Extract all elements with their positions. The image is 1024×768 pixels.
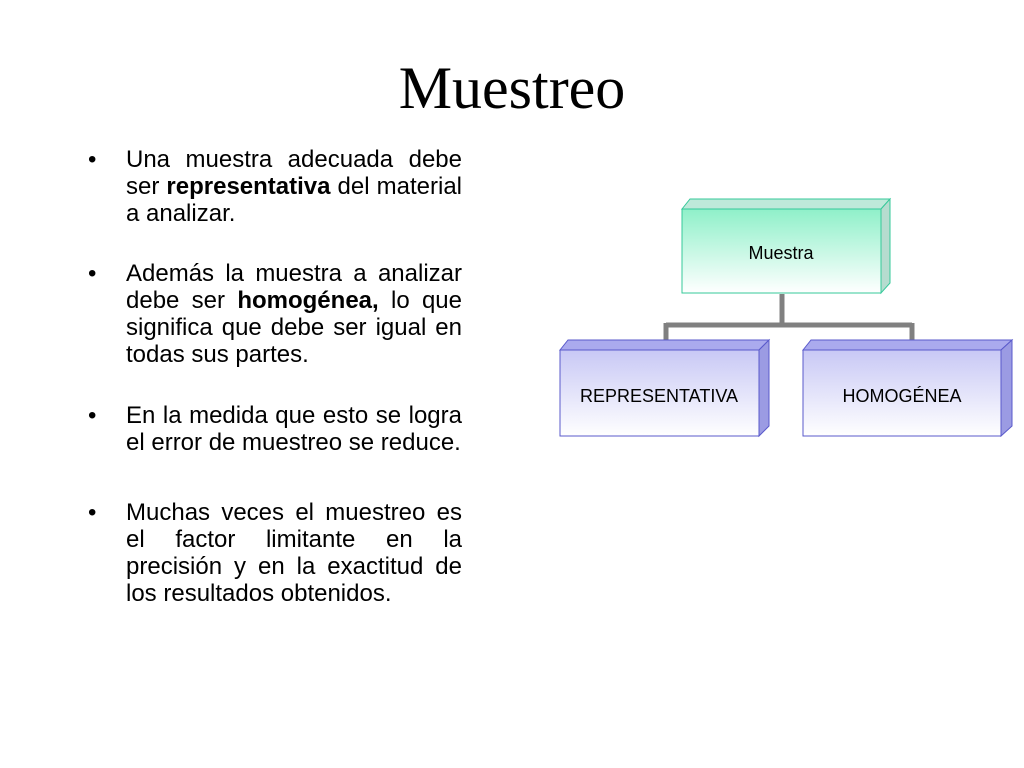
- bullet-text-end: lo que significa que debe ser igual en t…: [126, 287, 462, 368]
- root-node-side: [880, 197, 891, 295]
- bullet-dot-icon: •: [88, 499, 97, 526]
- bullet-bold-text: homogénea,: [237, 287, 379, 314]
- child-node-side: [758, 338, 770, 438]
- child-node-face: [559, 349, 760, 437]
- child-node-homogenea: HOMOGÉNEA: [801, 338, 1014, 438]
- hierarchy-diagram: Muestra REPRESENTATIVA HOMOGÉNEA: [558, 197, 1014, 438]
- bullet-text-end: del material a analizar.: [126, 173, 462, 227]
- child-node-top: [801, 339, 1014, 351]
- child-node-face: [802, 349, 1002, 437]
- slide-title: Muestreo: [398, 55, 626, 121]
- bullet-item: • En la medida que esto se logra el erro…: [88, 402, 462, 456]
- connector-lines: [663, 294, 915, 342]
- bullet-dot-icon: •: [88, 402, 97, 429]
- bullet-dot-icon: •: [88, 146, 97, 173]
- bullet-bold-text: representativa: [166, 173, 331, 200]
- bullet-dot-icon: •: [88, 260, 97, 287]
- root-node-top: [680, 198, 892, 210]
- bullet-text: Muchas veces el muestreo es el factor li…: [126, 499, 462, 607]
- root-node-face: [681, 208, 882, 294]
- bullet-item: • Una muestra adecuada debe ser represen…: [88, 146, 462, 227]
- bullet-item: • Además la muestra a analizar debe ser …: [88, 260, 462, 368]
- bullet-list: • Una muestra adecuada debe ser represen…: [88, 146, 462, 607]
- bullet-text: Una muestra adecuada debe ser: [126, 146, 462, 200]
- root-node: Muestra: [680, 197, 892, 295]
- child-node-label: REPRESENTATIVA: [580, 386, 738, 406]
- child-node-label: HOMOGÉNEA: [842, 386, 961, 406]
- child-node-top: [558, 339, 771, 351]
- bullet-item: • Muchas veces el muestreo es el factor …: [88, 499, 462, 607]
- child-node-side: [1000, 338, 1013, 438]
- bullet-text: Además la muestra a analizar debe ser: [126, 260, 462, 314]
- child-node-representativa: REPRESENTATIVA: [558, 338, 771, 438]
- bullet-text: En la medida que esto se logra el error …: [126, 402, 462, 456]
- root-node-label: Muestra: [748, 243, 814, 263]
